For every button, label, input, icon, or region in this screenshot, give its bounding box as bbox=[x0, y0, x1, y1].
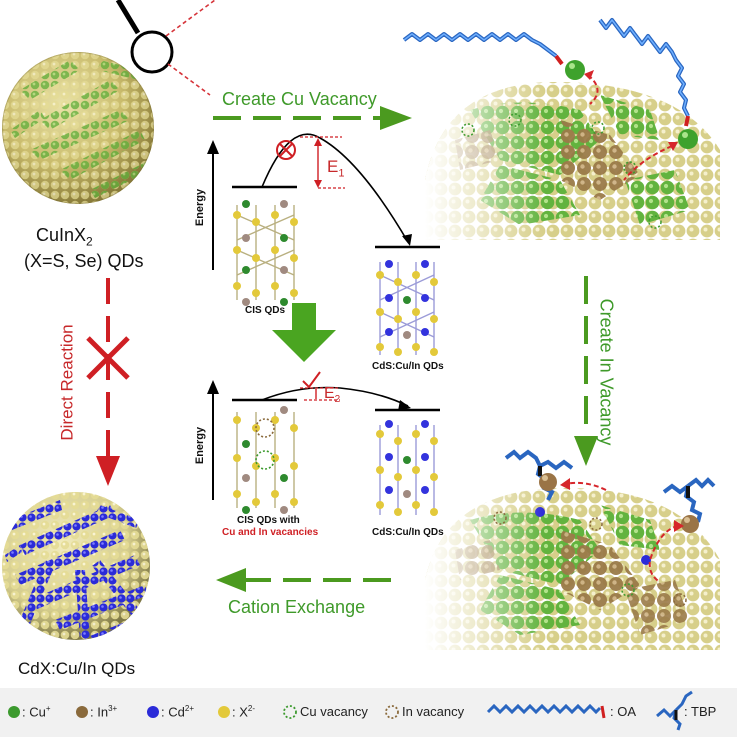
arrow-direct-reaction bbox=[86, 278, 130, 486]
magnifier-handle bbox=[115, 0, 141, 35]
cap-in-vacancy bbox=[425, 487, 720, 650]
cap-cu-vacancy bbox=[425, 81, 720, 240]
legend-in-vacancy-icon bbox=[385, 705, 399, 719]
step-direct-reaction: Direct Reaction bbox=[57, 324, 77, 441]
legend-cd-icon bbox=[147, 706, 159, 718]
magnifier-icon bbox=[130, 30, 174, 74]
oa-ligand-1 bbox=[402, 32, 585, 80]
caption-cis-vacancies-2: Cu and In vacancies bbox=[222, 527, 319, 538]
cds-lattice-bottom bbox=[376, 420, 438, 516]
cds-lattice-top bbox=[376, 260, 438, 356]
cuinx2-label: CuInX2 bbox=[36, 225, 93, 249]
step-create-in-vacancy: Create In Vacancy bbox=[596, 298, 617, 446]
tbp-ligand-1 bbox=[504, 449, 574, 501]
check-icon bbox=[302, 371, 321, 389]
oa-ligand-2 bbox=[598, 18, 698, 149]
legend-cu-icon bbox=[8, 706, 20, 718]
cuinx2-qd-sphere bbox=[2, 0, 216, 204]
arrow-cation-exchange bbox=[216, 568, 400, 592]
cdx-label: CdX:Cu/In QDs bbox=[18, 659, 136, 678]
legend-tbp-label: : TBP bbox=[684, 704, 717, 719]
energy-diagram-top bbox=[207, 133, 440, 270]
energy-axis-label-top: Energy bbox=[194, 188, 207, 227]
barrier-label-top: E1 bbox=[327, 157, 345, 180]
legend-in-vacancy-label: In vacancy bbox=[402, 704, 465, 719]
caption-cis-qds: CIS QDs bbox=[245, 305, 286, 316]
legend-x-icon bbox=[218, 706, 230, 718]
legend-cu-label: : Cu+ bbox=[22, 704, 51, 720]
energy-axis-label-bottom: Energy bbox=[194, 426, 207, 465]
barrier-label-bottom: E2 bbox=[324, 385, 341, 406]
legend-bar bbox=[0, 688, 737, 737]
step-cation-exchange: Cation Exchange bbox=[228, 597, 366, 617]
cis-lattice-vacancies bbox=[233, 406, 298, 514]
arrow-create-in-vacancy bbox=[574, 276, 598, 466]
legend-x-label: : X2- bbox=[232, 704, 256, 720]
legend-cu-vacancy-label: Cu vacancy bbox=[300, 704, 368, 719]
step-create-cu-vacancy: Create Cu Vacancy bbox=[222, 89, 377, 109]
legend-tbp-icon bbox=[656, 690, 693, 731]
legend-cd-label: : Cd2+ bbox=[161, 704, 194, 720]
legend-in-label: : In3+ bbox=[90, 704, 118, 720]
legend-oa-icon bbox=[486, 703, 606, 719]
cis-lattice-top bbox=[233, 200, 298, 306]
cdx-qd-sphere bbox=[2, 492, 150, 640]
tbp-ligand-2 bbox=[662, 477, 716, 533]
arrow-down-vacancy bbox=[272, 303, 336, 362]
blocked-icon bbox=[276, 140, 296, 160]
cuinx2-composition: (X=S, Se) QDs bbox=[24, 251, 144, 271]
legend-in-icon bbox=[76, 706, 88, 718]
legend-oa-label: : OA bbox=[610, 704, 637, 719]
caption-cds-top: CdS:Cu/In QDs bbox=[372, 361, 444, 372]
caption-cds-bottom: CdS:Cu/In QDs bbox=[372, 527, 444, 538]
caption-cis-vacancies-1: CIS QDs with bbox=[237, 515, 300, 526]
energy-diagram-bottom bbox=[207, 371, 440, 500]
legend-cu-vacancy-icon bbox=[283, 705, 297, 719]
arrow-create-cu-vacancy bbox=[213, 106, 412, 130]
